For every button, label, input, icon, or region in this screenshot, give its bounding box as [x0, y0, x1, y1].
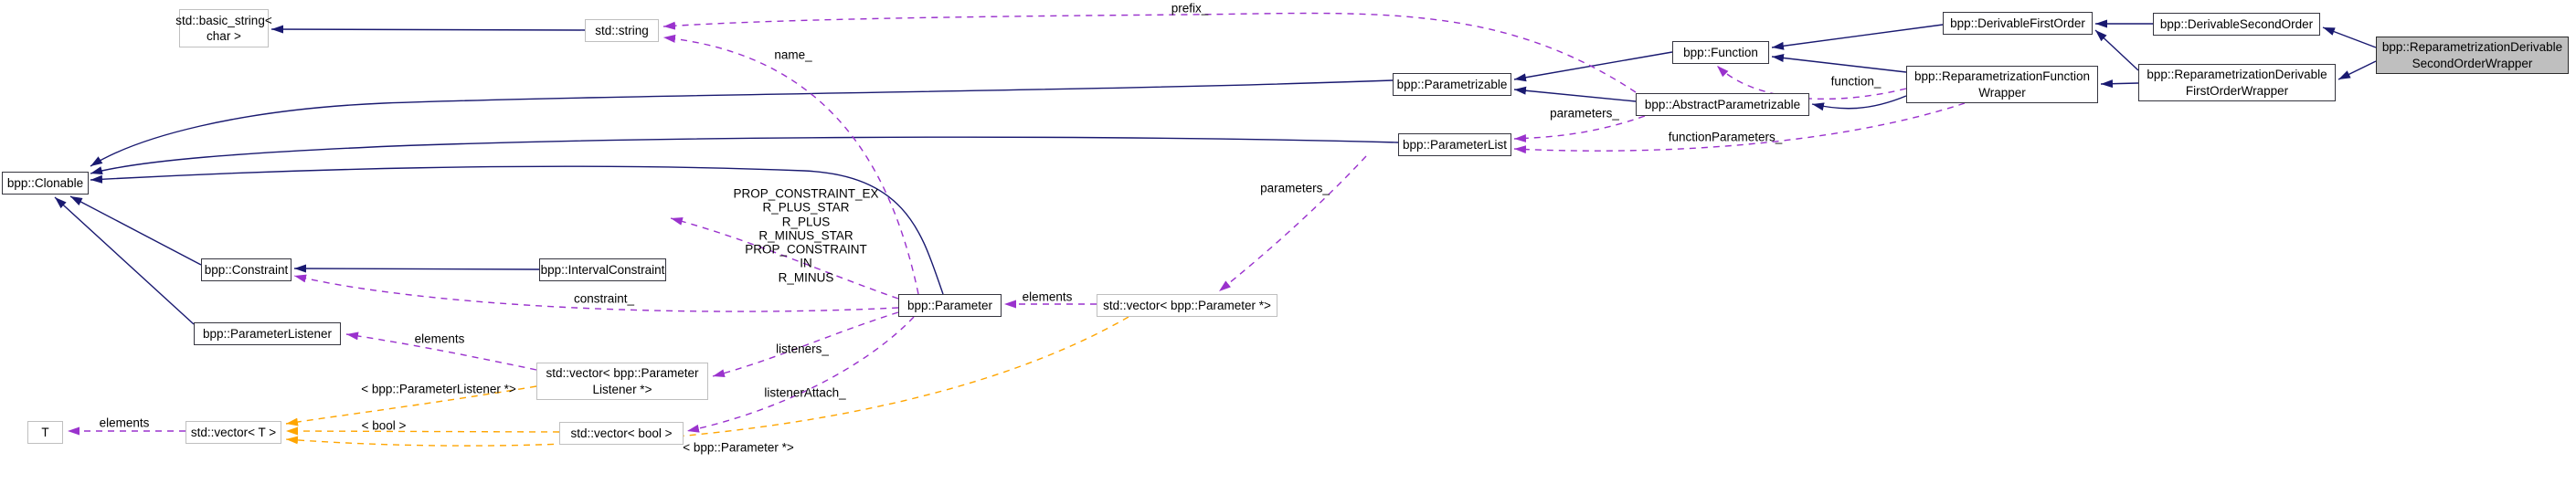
- node-std-basic-string[interactable]: std::basic_string< char >: [175, 9, 272, 47]
- node-bpp-abstract-parametrizable[interactable]: bpp::AbstractParametrizable: [1636, 93, 1809, 116]
- edge-reparam-function-wrapper-to-function: [1771, 54, 1907, 73]
- edge-reparam-derivable-first-to-reparam-function-wrapper: [2100, 79, 2139, 89]
- node-bpp-derivable-second-order[interactable]: bpp::DerivableSecondOrder: [2153, 13, 2320, 36]
- edge-derivable-first-order-to-function: [1771, 24, 1944, 50]
- node-std-vector-t[interactable]: std::vector< T >: [186, 421, 281, 444]
- edge-parameter-name: [663, 34, 919, 295]
- edge-reparam-derivable-second-to-derivable-second-order: [2322, 26, 2377, 48]
- edge-template-bool: [285, 426, 560, 436]
- edge-reparam-derivable-second-to-reparam-derivable-first: [2337, 60, 2377, 80]
- node-std-vector-parameter-listener[interactable]: std::vector< bpp::Parameter Listener *>: [536, 363, 708, 400]
- edge-template-parameter-ptr: [285, 316, 1129, 447]
- edge-reparam-derivable-first-to-derivable-first-order: [2094, 29, 2139, 71]
- edge-abstract-parametrizable-parameters: [1513, 115, 1646, 142]
- edge-parameter-list-parameters: [1218, 155, 1367, 292]
- edge-abstract-parametrizable-prefix: [663, 12, 1637, 93]
- node-std-vector-parameter-ptr[interactable]: std::vector< bpp::Parameter *>: [1097, 294, 1277, 317]
- edge-parameter-to-clonable: [90, 165, 944, 295]
- node-std-vector-bool[interactable]: std::vector< bool >: [559, 422, 684, 445]
- edge-abstract-parametrizable-to-parametrizable: [1513, 86, 1637, 102]
- edge-parameter-constraint: [293, 274, 899, 312]
- edge-parameter-list-to-clonable: [90, 136, 1399, 174]
- node-bpp-parameter-listener[interactable]: bpp::ParameterListener: [194, 322, 341, 345]
- node-t[interactable]: T: [27, 421, 63, 444]
- node-bpp-interval-constraint[interactable]: bpp::IntervalConstraint: [539, 258, 666, 281]
- edge-parameter-static-constraints: [670, 217, 899, 300]
- node-bpp-reparametrization-derivable-second-order-wrapper[interactable]: bpp::ReparametrizationDerivable SecondOr…: [2376, 37, 2569, 74]
- node-bpp-function[interactable]: bpp::Function: [1672, 41, 1769, 64]
- node-bpp-reparametrization-derivable-first-order-wrapper[interactable]: bpp::ReparametrizationDerivable FirstOrd…: [2138, 64, 2336, 101]
- node-bpp-clonable[interactable]: bpp::Clonable: [2, 172, 89, 195]
- node-std-string[interactable]: std::string: [585, 19, 659, 42]
- edge-reparam-function-wrapper-to-abstract-parametrizable: [1811, 95, 1907, 111]
- edge-interval-constraint-to-constraint: [293, 264, 540, 273]
- edge-string-to-basic-string: [270, 25, 586, 34]
- edge-constraint-to-clonable: [69, 195, 202, 266]
- node-bpp-constraint[interactable]: bpp::Constraint: [201, 258, 292, 281]
- node-bpp-parameter[interactable]: bpp::Parameter: [898, 294, 1002, 317]
- edge-parameter-listeners: [712, 311, 899, 378]
- edge-parametrizable-to-clonable: [90, 79, 1394, 167]
- node-bpp-reparametrization-function-wrapper[interactable]: bpp::ReparametrizationFunction Wrapper: [1906, 66, 2098, 103]
- edge-vector-listener-elements: [345, 331, 537, 371]
- node-bpp-derivable-first-order[interactable]: bpp::DerivableFirstOrder: [1943, 12, 2093, 35]
- node-bpp-parameter-list[interactable]: bpp::ParameterList: [1398, 133, 1511, 156]
- edge-template-parameter-listener: [285, 385, 537, 426]
- edge-parameter-listener-to-clonable: [54, 196, 195, 325]
- node-bpp-parametrizable[interactable]: bpp::Parametrizable: [1393, 73, 1511, 96]
- edge-reparam-function-wrapper-function-parameters: [1513, 102, 1966, 154]
- edge-function-to-parametrizable: [1513, 51, 1673, 82]
- edge-parameter-listener-attach: [686, 316, 915, 433]
